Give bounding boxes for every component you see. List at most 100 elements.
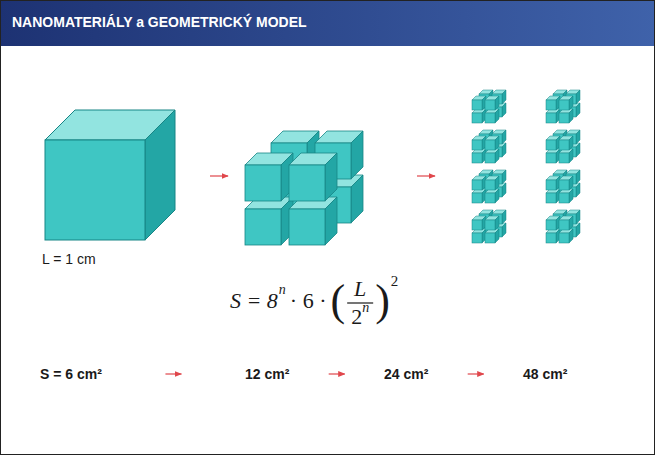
cube-front [485,193,495,203]
cube-side [495,96,499,110]
cube [559,216,573,230]
cube-front [559,153,569,163]
cube-front [559,180,569,190]
cube-front [559,100,569,110]
cube-front [485,153,495,163]
step-arrow [329,373,345,374]
cube-front [289,165,325,201]
cube-side [569,149,573,163]
formula-exponent: n [362,301,369,315]
cube-side [569,189,573,203]
cube [485,96,499,110]
cube-front [289,209,325,245]
cube-side [576,183,580,197]
cube [472,229,486,243]
cube-front [485,233,495,243]
header-bar [0,0,655,46]
cube [472,216,486,230]
cube [546,189,560,203]
cube-front [472,100,482,110]
cube [546,136,560,150]
cube-side [569,216,573,230]
cube-side [495,229,499,243]
cube-front [472,193,482,203]
cube-front [546,100,556,110]
cube-side [495,109,499,123]
cube [245,197,293,245]
step-arrow [210,175,228,176]
cube [559,109,573,123]
cube-side [502,90,506,104]
cube-front [485,100,495,110]
step-arrow [417,175,435,176]
cube-side [576,103,580,117]
cube-side [495,149,499,163]
fraction-bar [347,302,373,303]
cube-side [502,103,506,117]
cube-side [502,130,506,144]
cube-front [546,233,556,243]
area-value: 48 cm² [523,367,567,381]
cube [472,109,486,123]
cube-side [325,197,337,245]
cube-front [472,153,482,163]
area-value: 24 cm² [384,367,428,381]
cube-front [472,233,482,243]
cube [485,149,499,163]
formula-paren: ) [375,279,390,323]
area-value: 12 cm² [245,367,289,381]
formula-paren: ( [331,279,346,323]
cube-front [245,209,281,245]
cube [472,189,486,203]
cube-front [485,180,495,190]
cube [485,189,499,203]
cube-front [472,220,482,230]
formula-exponent: 2 [391,274,399,289]
cube [245,153,293,201]
cube-front [45,140,145,240]
cube-drawing [45,90,580,245]
cube [559,149,573,163]
cube-side [576,143,580,157]
cube-side [502,170,506,184]
cube [546,109,560,123]
cube-front [546,113,556,123]
cube [559,96,573,110]
cube-side [569,136,573,150]
cube-front [485,220,495,230]
dimension-label: L = 1 cm [42,252,96,266]
cube-front [546,180,556,190]
formula-exponent: n [279,283,286,297]
cube-front [546,220,556,230]
cube-front [472,180,482,190]
formula-part: · 6 · [290,290,327,312]
cube-side [495,216,499,230]
cube [472,136,486,150]
cube [546,176,560,190]
step-arrow [165,373,181,374]
cube-front [485,140,495,150]
cube [472,176,486,190]
cube-side [576,90,580,104]
cube [289,153,337,201]
cube [546,149,560,163]
cube-side [495,136,499,150]
cube-side [576,210,580,224]
cube [559,229,573,243]
cube-side [569,109,573,123]
cube [559,176,573,190]
cube-side [569,229,573,243]
cube-front [472,113,482,123]
cube [485,109,499,123]
formula-numerator: L [354,278,366,300]
cube [485,229,499,243]
cube [485,216,499,230]
cube [559,189,573,203]
cube-front [472,140,482,150]
cube-side [351,175,363,223]
cube-side [495,176,499,190]
cube [45,110,175,240]
cube-front [559,220,569,230]
